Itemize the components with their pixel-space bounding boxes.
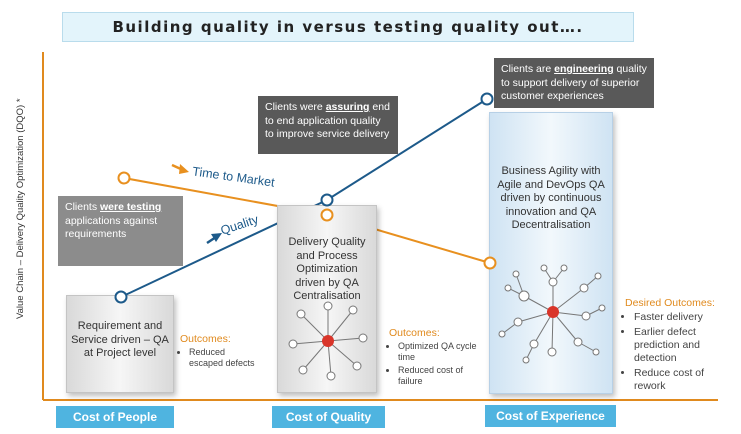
card-decentralisation: Business Agility with Agile and DevOps Q…	[489, 112, 613, 394]
outcome-item: Reduce cost of rework	[634, 367, 733, 393]
outcomes-people: Outcomes: Reduced escaped defects	[180, 333, 260, 369]
callout-text: Clients	[65, 201, 101, 213]
outcome-item: Reduced escaped defects	[189, 347, 260, 369]
category-cost-of-quality: Cost of Quality	[272, 406, 385, 428]
callout-text: end to end application quality to improv…	[265, 101, 390, 140]
outcomes-experience: Desired Outcomes: Faster delivery Earlie…	[625, 297, 733, 393]
callout-testing: Clients were testing applications agains…	[58, 196, 183, 266]
card-text: Business Agility with Agile and DevOps Q…	[497, 165, 605, 231]
outcome-item: Optimized QA cycle time	[398, 341, 479, 363]
callout-text: applications against requirements	[65, 214, 158, 241]
outcome-item: Faster delivery	[634, 311, 733, 324]
callout-text: quality to support delivery of superior …	[501, 63, 647, 102]
card-centralisation: Delivery Quality and Process Optimizatio…	[277, 205, 377, 393]
category-cost-of-people: Cost of People	[56, 406, 174, 428]
card-text: Requirement and Service driven – QA at P…	[71, 320, 169, 359]
diagram-title: Building quality in versus testing quali…	[62, 12, 634, 42]
callout-emphasis: assuring	[325, 101, 370, 113]
callout-text: Clients were	[265, 101, 326, 113]
callout-emphasis: were testing	[100, 201, 162, 213]
network-hub-icon	[288, 301, 368, 381]
outcome-item: Earlier defect prediction and detection	[634, 326, 733, 365]
outcome-item: Reduced cost of failure	[398, 365, 479, 387]
network-hub-large-icon	[498, 264, 606, 364]
card-project-qa: Requirement and Service driven – QA at P…	[66, 295, 174, 393]
category-cost-of-experience: Cost of Experience	[485, 405, 616, 427]
callout-engineering: Clients are engineering quality to suppo…	[494, 58, 654, 108]
callout-text: Clients are	[501, 63, 555, 75]
callout-emphasis: engineering	[554, 63, 614, 75]
card-text: Delivery Quality and Process Optimizatio…	[288, 236, 366, 302]
outcomes-heading: Outcomes	[389, 327, 437, 339]
outcomes-heading: Desired Outcomes	[625, 297, 712, 309]
outcomes-heading: Outcomes	[180, 333, 228, 345]
outcomes-quality: Outcomes: Optimized QA cycle time Reduce…	[389, 327, 479, 387]
callout-assuring: Clients were assuring end to end applica…	[258, 96, 398, 154]
